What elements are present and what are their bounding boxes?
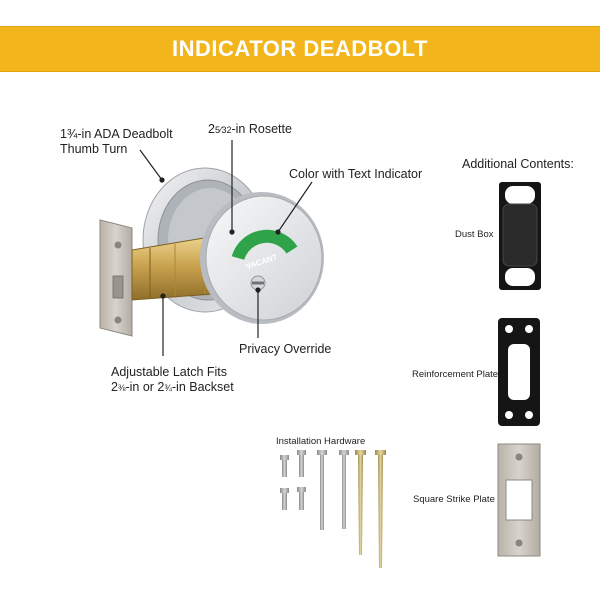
backset-b-fraction: ¾ [164,383,172,393]
rosette-label: 25⁄32-in Rosette [208,122,292,138]
additional-contents-heading: Additional Contents: [462,157,574,171]
installation-hardware-label: Installation Hardware [276,436,366,447]
callout-leaders [139,140,313,356]
square-strike-plate-label: Square Strike Plate [413,494,495,505]
rosette-size-fraction: 5⁄32 [214,125,232,135]
page-title: INDICATOR DEADBOLT [172,36,428,61]
backset-a-whole: 2 [111,380,118,394]
dust-box-label: Dust Box [455,229,494,240]
adjustable-latch-label: Adjustable Latch Fits 2⅜-in or 2¾-in Bac… [111,365,234,396]
rosette-size-whole: 2 [208,122,215,136]
thumb-turn-label-line2: Thumb Turn [60,142,128,156]
reinforcement-plate-illustration [498,318,540,426]
strike-plate-illustration [497,443,541,557]
thumb-turn-label-line1: 1¾-in ADA Deadbolt [60,127,173,141]
title-banner: INDICATOR DEADBOLT [0,26,600,72]
backset-unit: -in Backset [171,380,234,394]
adjustable-latch-line1: Adjustable Latch Fits [111,365,228,379]
short-screw [280,488,289,510]
thumb-turn-label: 1¾-in ADA Deadbolt Thumb Turn [60,127,173,157]
short-screw [297,450,306,477]
color-indicator-label: Color with Text Indicator [289,167,423,181]
reinforcement-plate-label: Reinforcement Plate [412,369,499,380]
short-screw [297,487,306,510]
backset-b-prefix: -in or 2 [125,380,165,394]
privacy-override-label: Privacy Override [239,342,332,356]
adjustable-latch-line2: 2⅜-in or 2¾-in Backset [111,380,234,396]
short-screw [280,455,289,477]
installation-hardware-illustration [280,450,386,568]
wood-screw [355,450,366,555]
rosette-size-unit: -in Rosette [231,122,292,136]
wood-screw [375,450,386,568]
machine-screw [339,450,349,529]
machine-screw [317,450,327,530]
dust-box-illustration [499,182,541,290]
backset-a-fraction: ⅜ [117,383,126,393]
deadbolt-assembly: VACANT [99,167,324,337]
